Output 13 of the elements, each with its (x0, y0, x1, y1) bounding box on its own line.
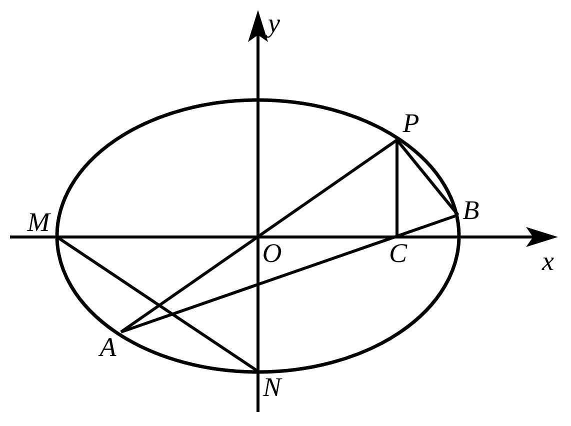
axis-label: y (265, 8, 281, 38)
point-label: P (398, 108, 424, 140)
line-segment (396, 139, 460, 216)
point-label: O (259, 238, 285, 268)
point-label: B (458, 195, 484, 225)
line-segment (120, 214, 458, 334)
point-label: M (20, 207, 57, 237)
line-segment (396, 140, 398, 238)
line-segment (120, 138, 398, 334)
point-label: A (95, 332, 121, 362)
point-label: N (259, 372, 285, 402)
point-label: C (385, 238, 411, 268)
axis-label: x (540, 246, 555, 276)
